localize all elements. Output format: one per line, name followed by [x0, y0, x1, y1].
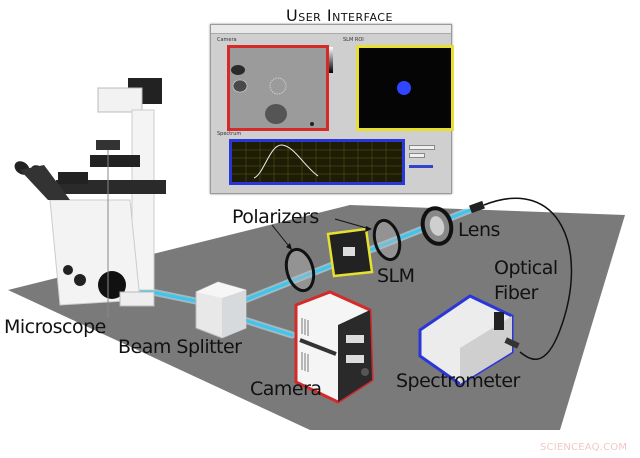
camera-panel-label: Camera — [217, 37, 237, 43]
label-polarizers: Polarizers — [232, 206, 319, 228]
camera-colorbar — [329, 47, 333, 73]
control-indicator — [409, 165, 433, 168]
microscope-body — [14, 78, 166, 318]
spectrum-controls — [407, 143, 447, 183]
label-slm: SLM — [377, 265, 415, 287]
ui-toolbar — [211, 25, 451, 34]
control-field-1[interactable] — [409, 145, 435, 150]
slm-view — [356, 45, 454, 131]
ui-title: User Interface — [286, 6, 393, 25]
user-interface-window: Camera SLM ROI Spectrum — [210, 24, 454, 194]
label-optical: Optical — [494, 257, 558, 279]
beam-splitter-cube — [195, 281, 247, 339]
label-microscope: Microscope — [4, 316, 106, 338]
label-camera: Camera — [250, 378, 322, 400]
label-lens: Lens — [458, 219, 500, 241]
control-field-2[interactable] — [409, 153, 425, 158]
slm-panel-label: SLM ROI — [343, 37, 364, 43]
label-fiber: Fiber — [494, 282, 538, 304]
slm-spot — [397, 81, 411, 95]
spectrum-plot — [229, 139, 405, 185]
camera-view — [227, 45, 329, 131]
label-beam-splitter: Beam Splitter — [118, 336, 242, 358]
spectrum-panel-label: Spectrum — [217, 131, 242, 137]
watermark: SCIENCEAQ.COM — [540, 442, 628, 453]
label-spectrometer: Spectrometer — [396, 370, 520, 392]
